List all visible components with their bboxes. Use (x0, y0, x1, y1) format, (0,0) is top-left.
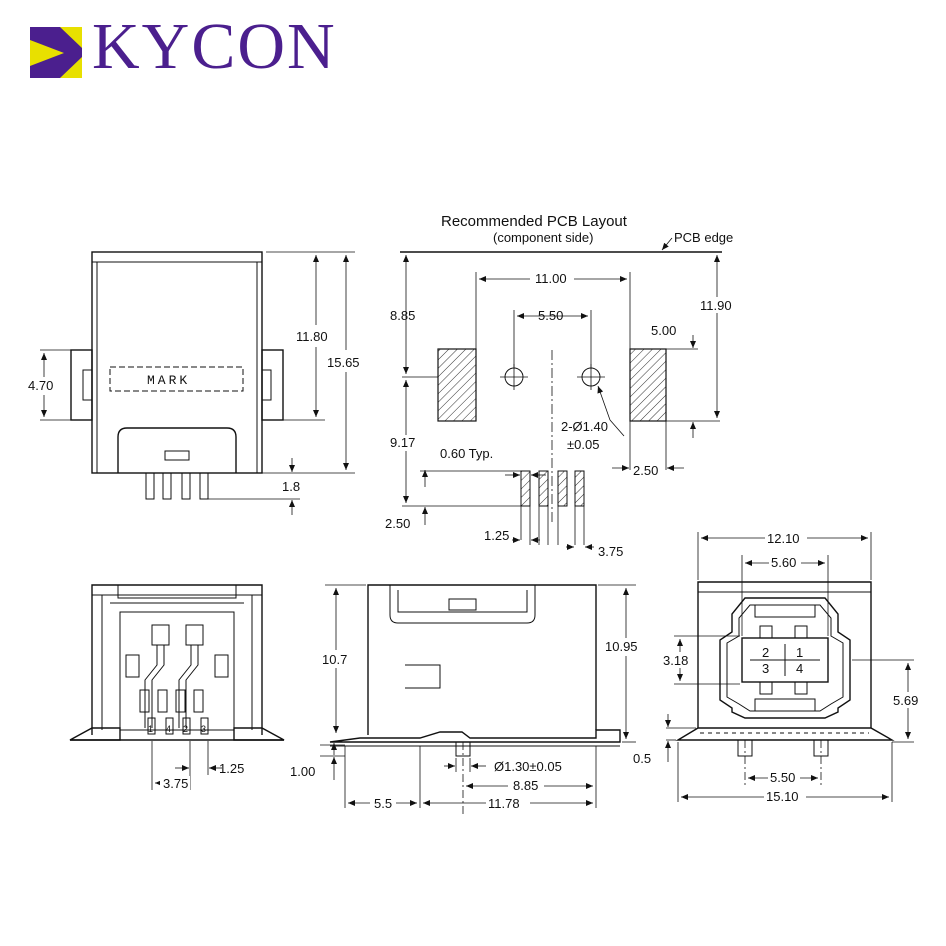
dim-11-00: 11.00 (535, 271, 567, 286)
dim-0-5: 0.5 (633, 751, 651, 766)
face-pin-3: 3 (762, 661, 769, 676)
dim-5-69: 5.69 (893, 693, 918, 708)
dim-3-75-front: 3.75 (163, 776, 188, 791)
mating-face-view: 2 1 3 4 (633, 530, 925, 805)
dim-8-85-top: 8.85 (390, 308, 415, 323)
dim-1-00: 1.00 (290, 764, 315, 779)
dim-11-90: 11.90 (700, 298, 732, 313)
dim-15-65: 15.65 (327, 355, 360, 370)
dim-1-25-pitch: 1.25 (484, 528, 509, 543)
dim-1-8: 1.8 (282, 479, 300, 494)
hole-callout: 2-Ø1.40 (561, 419, 608, 434)
dim-10-7: 10.7 (322, 652, 347, 667)
dim-5-50-face: 5.50 (770, 770, 795, 785)
dim-4-70: 4.70 (28, 378, 53, 393)
dim-5-00: 5.00 (651, 323, 676, 338)
brand-name: KYCON (92, 10, 337, 83)
face-pin-4: 4 (796, 661, 803, 676)
top-view: MARK 11.80 15.65 4.70 1.8 (26, 251, 365, 515)
dim-8-85-side: 8.85 (513, 778, 538, 793)
dim-post-diameter: Ø1.30±0.05 (494, 759, 562, 774)
dim-1-25-front: 1.25 (219, 761, 244, 776)
dim-3-18: 3.18 (663, 653, 688, 668)
pin-label-3: 3 (201, 724, 206, 734)
pcb-layout-view: Recommended PCB Layout (component side) … (385, 213, 738, 559)
hole-tolerance: ±0.05 (567, 437, 599, 452)
side-view: 10.7 10.95 1.00 Ø1.30±0.05 8.85 5.5 11.7… (290, 584, 644, 815)
dim-5-60: 5.60 (771, 555, 796, 570)
dim-12-10: 12.10 (767, 531, 800, 546)
dim-5-50-holes: 5.50 (538, 308, 563, 323)
pcb-edge-label: PCB edge (674, 230, 733, 245)
dim-2-50-row: 2.50 (385, 516, 410, 531)
dim-15-10: 15.10 (766, 789, 799, 804)
dim-10-95: 10.95 (605, 639, 638, 654)
face-pin-1: 1 (796, 645, 803, 660)
dim-11-80: 11.80 (296, 329, 328, 344)
dim-3-75-span: 3.75 (598, 544, 623, 559)
dim-5-5: 5.5 (374, 796, 392, 811)
layout-title: Recommended PCB Layout (441, 213, 628, 230)
pin-label-1: 1 (148, 724, 153, 734)
layout-subtitle: (component side) (493, 230, 593, 245)
dim-11-78: 11.78 (488, 796, 520, 811)
dim-2-50-pad: 2.50 (633, 463, 658, 478)
pin-label-2: 2 (183, 724, 188, 734)
pin-label-4: 4 (166, 724, 171, 734)
face-pin-2: 2 (762, 645, 769, 660)
mark-label: MARK (147, 373, 190, 388)
front-view: 1 4 2 3 3.75 1.25 (69, 584, 285, 791)
dim-0-60-typ: 0.60 Typ. (440, 446, 493, 461)
dim-9-17: 9.17 (390, 435, 415, 450)
